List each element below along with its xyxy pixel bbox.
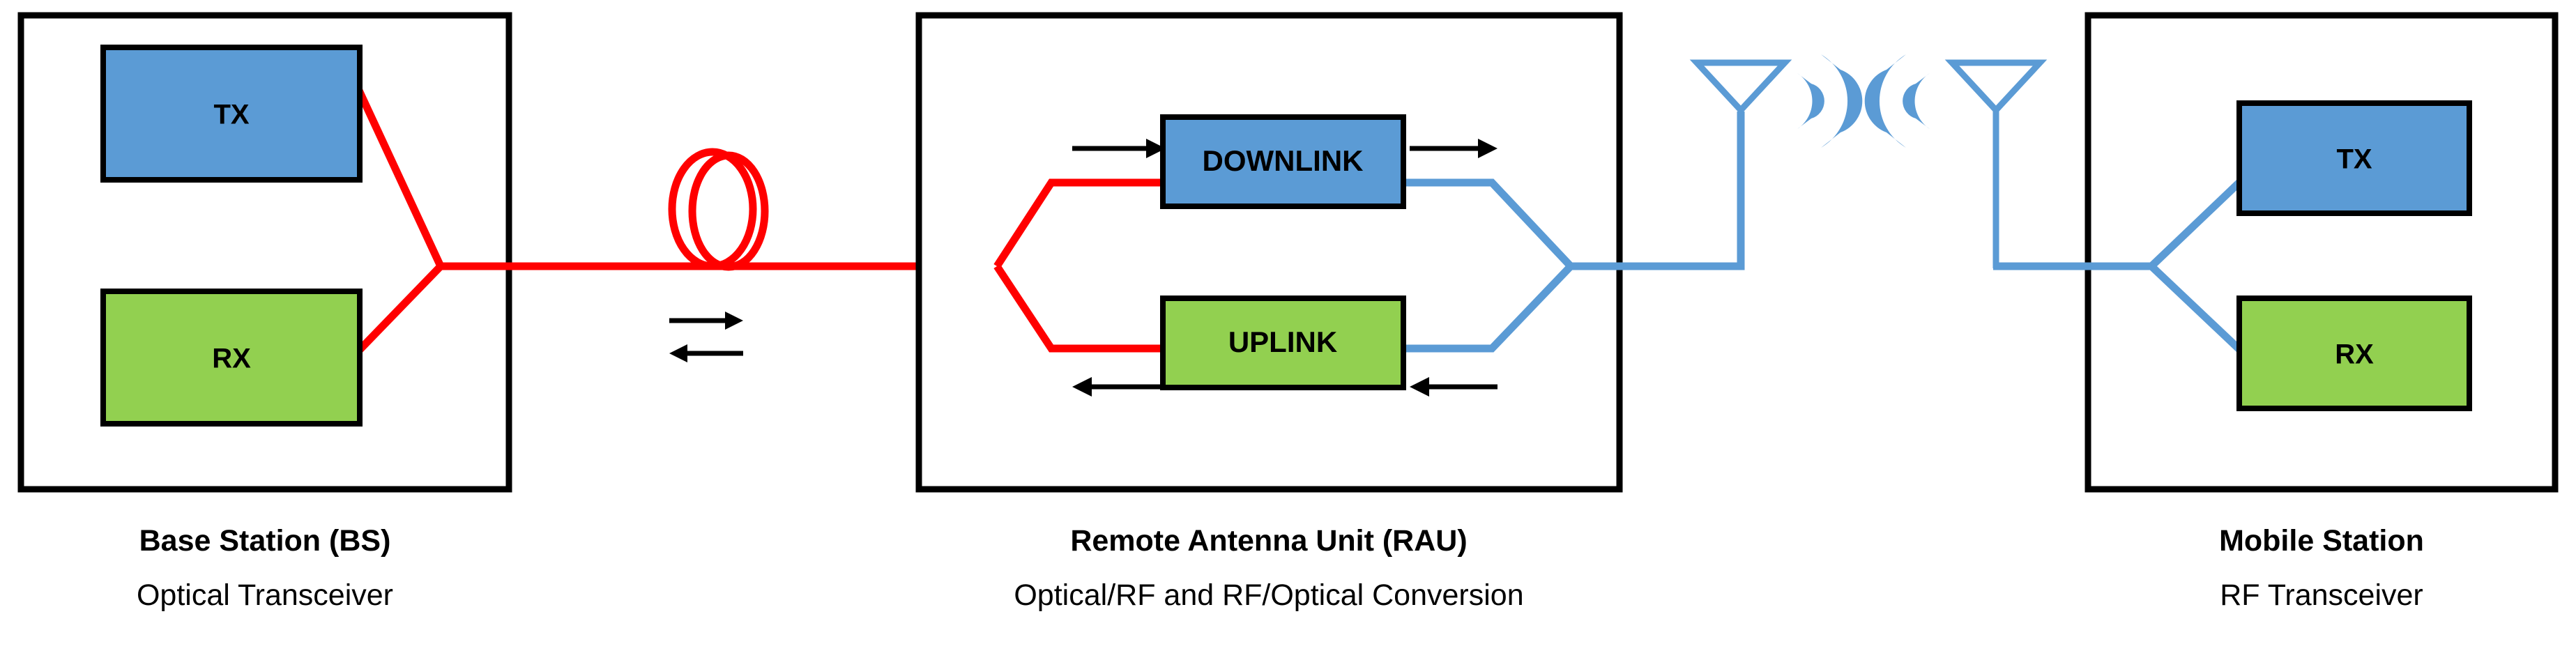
ms-rf-to-tx	[2149, 177, 2245, 269]
bs-optical-wiring	[352, 81, 718, 357]
ms-rf-wiring	[1993, 177, 2245, 355]
rau-fiber-split-up	[993, 178, 1164, 268]
optical-fiber-coil-loop-outer	[668, 148, 757, 270]
downlink-out-arrow	[1410, 139, 1497, 158]
rau-downlink-box[interactable]: DOWNLINK	[1160, 114, 1406, 209]
downlink-direction-arrow	[669, 312, 743, 330]
base-station-caption-title: Base Station (BS)	[139, 524, 391, 558]
bs-tx-label: TX	[213, 100, 249, 130]
uplink-out-arrowhead	[1072, 377, 1092, 397]
rau-antenna-icon	[1689, 59, 1792, 268]
bs-rx-box[interactable]: RX	[100, 289, 363, 427]
downlink-in-arrow	[1072, 139, 1166, 158]
base-station-group: TX RX	[17, 12, 718, 493]
ms-rx-box-rect	[2236, 296, 2472, 411]
downlink-direction-arrowhead	[725, 312, 743, 330]
mobile-station-enclosure	[2085, 12, 2559, 493]
uplink-in-arrowhead	[1410, 377, 1429, 397]
bs-tx-fiber	[352, 81, 444, 268]
ms-tx-box[interactable]: TX	[2236, 100, 2472, 216]
rau-downlink-label: DOWNLINK	[1203, 144, 1364, 177]
mobile-station-caption-title: Mobile Station	[2219, 524, 2424, 558]
rau-caption-title: Remote Antenna Unit (RAU)	[1070, 524, 1467, 558]
rau-rf-from-downlink	[1401, 178, 1574, 269]
rau-uplink-box-rect	[1160, 296, 1406, 390]
rau-uplink-box[interactable]: UPLINK	[1160, 296, 1406, 390]
rau-downlink-box-rect	[1160, 114, 1406, 209]
ms-tx-box-rect	[2236, 100, 2472, 216]
downlink-in-arrowhead	[1146, 139, 1166, 158]
downlink-out-arrowhead	[1478, 139, 1497, 158]
mobile-rf-waves-icon	[1864, 54, 1930, 148]
rau-optical-wiring	[993, 178, 1164, 353]
ms-tx-label: TX	[2336, 144, 2372, 175]
ms-rx-box[interactable]: RX	[2236, 296, 2472, 411]
ms-rx-label: RX	[2335, 339, 2374, 370]
rau-group: DOWNLINK UPLINK	[915, 12, 1745, 493]
rau-caption-sub: Optical/RF and RF/Optical Conversion	[1014, 578, 1523, 612]
bs-rx-fiber	[353, 263, 443, 357]
bs-rx-label: RX	[212, 344, 251, 374]
ms-rf-to-rx	[2149, 263, 2245, 355]
mobile-antenna-icon	[1944, 59, 2048, 268]
uplink-direction-arrowhead	[669, 344, 687, 362]
uplink-in-arrow	[1410, 377, 1497, 397]
rau-rf-to-uplink	[1401, 263, 1573, 353]
rau-uplink-label: UPLINK	[1228, 325, 1337, 358]
uplink-out-arrow	[1072, 377, 1166, 397]
captions-group: Base Station (BS) Optical Transceiver Re…	[137, 524, 2424, 612]
bs-tx-box-rect	[100, 45, 363, 183]
rau-rf-waves-icon	[1797, 54, 1863, 148]
base-station-caption-sub: Optical Transceiver	[137, 578, 393, 612]
rau-enclosure	[915, 12, 1623, 493]
uplink-direction-arrow	[669, 344, 743, 362]
mobile-station-caption-sub: RF Transceiver	[2220, 578, 2423, 612]
mobile-station-group: TX RX	[1993, 12, 2559, 493]
bs-rx-box-rect	[100, 289, 363, 427]
bs-tx-box[interactable]: TX	[100, 45, 363, 183]
wireless-link-group	[1689, 54, 2048, 268]
rau-fiber-split-down	[993, 263, 1164, 353]
